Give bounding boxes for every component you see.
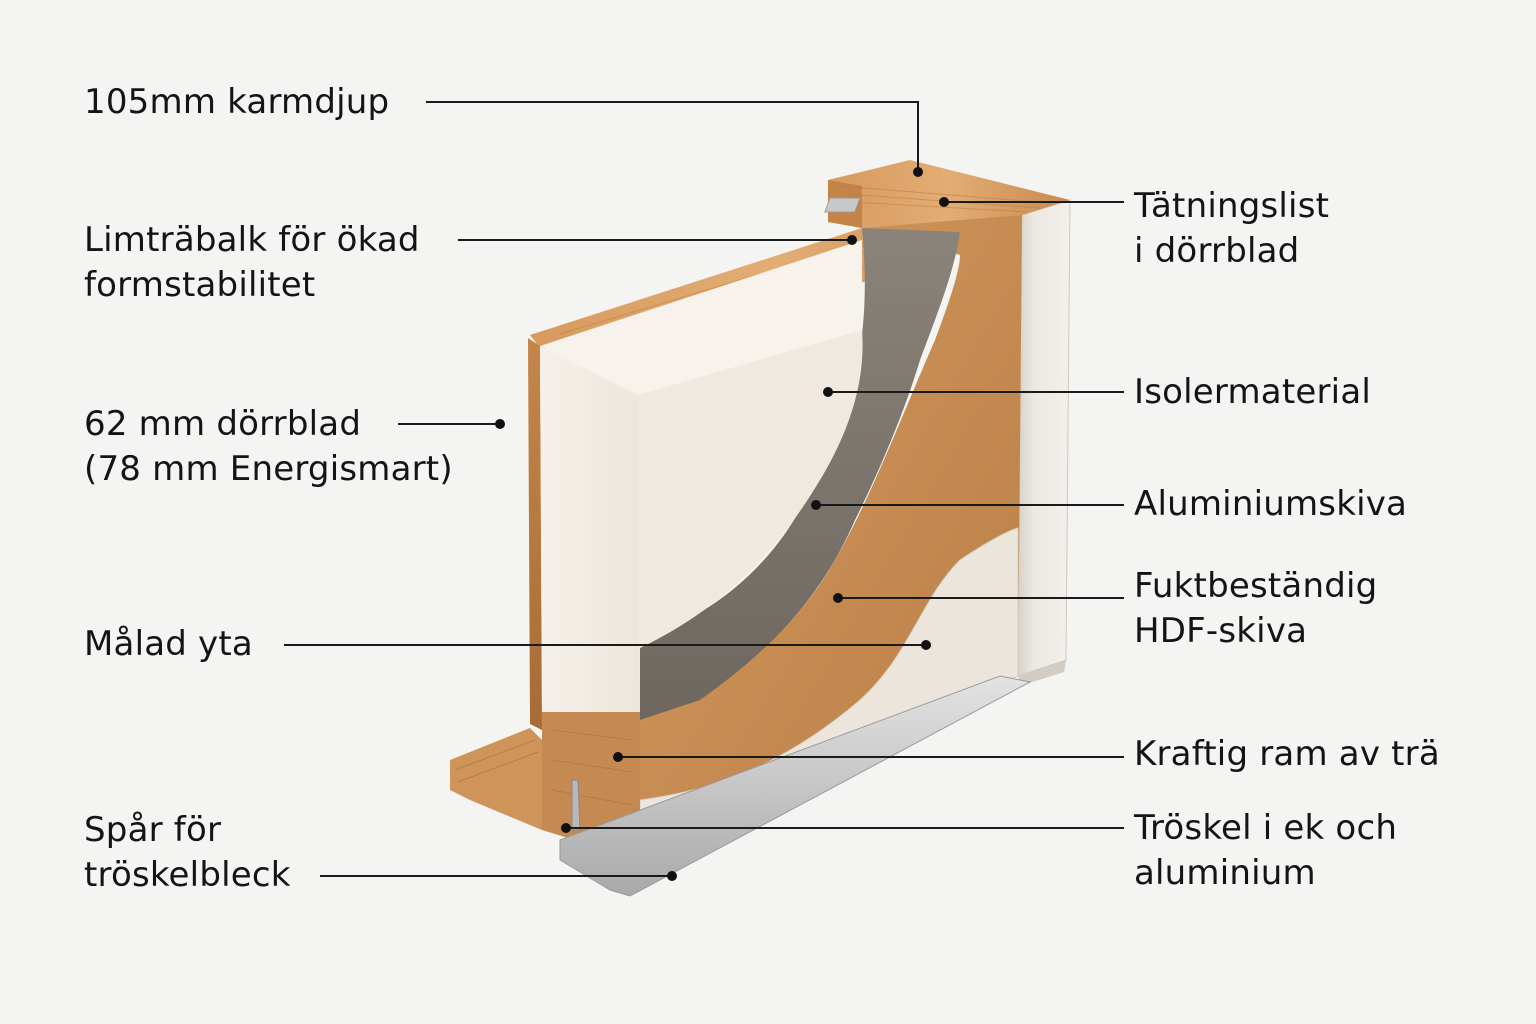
label-line: tröskelbleck: [84, 855, 291, 895]
leader-glulam-beam-dot: [847, 235, 857, 245]
label-line: i dörrblad: [1134, 231, 1300, 271]
insulation-block: [540, 240, 863, 712]
aluminium-sheet-layer: [640, 228, 960, 720]
label-insulation: Isolermaterial: [1134, 370, 1371, 415]
leader-wood-frame-dot: [613, 752, 623, 762]
leader-painted-surface-dot: [921, 640, 931, 650]
label-line: formstabilitet: [84, 265, 316, 305]
label-line: Isolermaterial: [1134, 372, 1371, 412]
door-leaf-edge: [528, 338, 542, 730]
label-painted-surface: Målad yta: [84, 622, 253, 667]
label-door-leaf: 62 mm dörrblad (78 mm Energismart): [84, 402, 453, 492]
leader-threshold-groove-dot: [667, 871, 677, 881]
label-aluminium-sheet: Aluminiumskiva: [1134, 482, 1407, 527]
label-threshold-groove: Spår för tröskelbleck: [84, 808, 291, 898]
label-line: HDF-skiva: [1134, 611, 1308, 651]
leader-threshold-dot: [561, 823, 571, 833]
leader-lines: [284, 101, 1124, 881]
label-line: Kraftig ram av trä: [1134, 734, 1440, 774]
label-line: Aluminiumskiva: [1134, 484, 1408, 524]
leader-sealing-strip-dot: [939, 197, 949, 207]
label-frame-depth: 105mm karmdjup: [84, 80, 389, 125]
label-sealing-strip: Tätningslist i dörrblad: [1134, 184, 1329, 274]
label-line: Spår för: [84, 810, 222, 850]
leader-insulation-dot: [823, 387, 833, 397]
label-line: Målad yta: [84, 624, 253, 664]
leader-frame-depth-dot: [913, 167, 923, 177]
label-line: Tröskel i ek och: [1134, 808, 1398, 848]
threshold: [450, 675, 1032, 897]
label-line: Limträbalk för ökad: [84, 220, 420, 260]
label-threshold: Tröskel i ek och aluminium: [1134, 806, 1397, 896]
leader-frame-depth: [426, 101, 919, 172]
label-line: 62 mm dörrblad: [84, 404, 362, 444]
label-wood-frame: Kraftig ram av trä: [1134, 732, 1440, 777]
label-glulam-beam: Limträbalk för ökad formstabilitet: [84, 218, 420, 308]
leader-aluminium-sheet-dot: [811, 500, 821, 510]
door-frame-side: [1017, 199, 1071, 686]
label-hdf-board: Fuktbeständig HDF-skiva: [1134, 564, 1377, 654]
label-line: (78 mm Energismart): [84, 449, 453, 489]
label-line: 105mm karmdjup: [84, 82, 390, 122]
label-line: Fuktbeständig: [1134, 566, 1378, 606]
leader-hdf-board-dot: [833, 593, 843, 603]
leader-door-leaf-dot: [495, 419, 505, 429]
label-line: aluminium: [1134, 853, 1316, 893]
label-line: Tätningslist: [1134, 186, 1330, 226]
